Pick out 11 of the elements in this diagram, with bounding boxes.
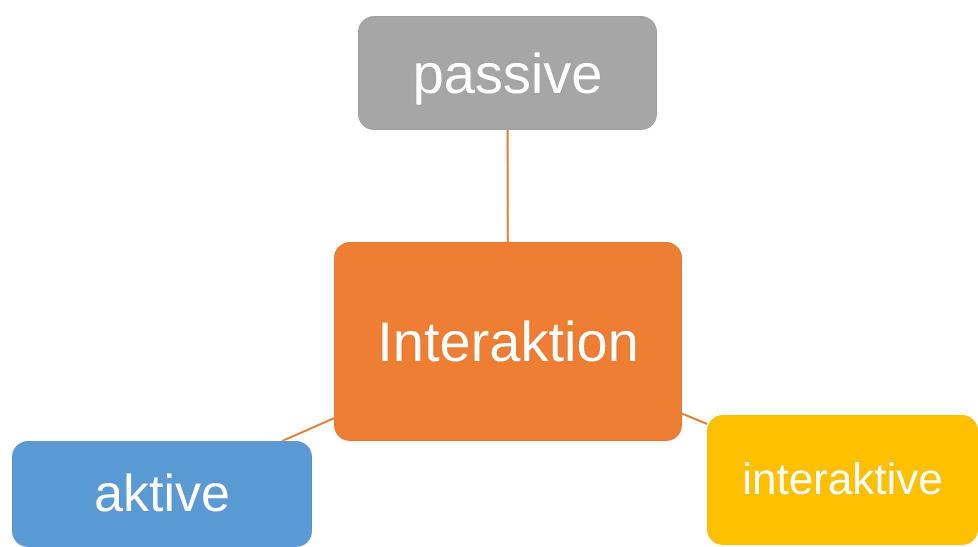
node-label: interaktive — [742, 455, 943, 505]
connector-line — [682, 412, 708, 425]
connector-line — [282, 417, 334, 442]
category-box — [707, 415, 978, 545]
node-label: aktive — [94, 464, 230, 524]
category-box — [358, 16, 657, 130]
category-box — [12, 441, 312, 547]
connector-line — [506, 130, 509, 242]
central-box — [334, 242, 682, 441]
node-label: passive — [412, 40, 602, 106]
node-label: Interaktion — [377, 309, 639, 374]
